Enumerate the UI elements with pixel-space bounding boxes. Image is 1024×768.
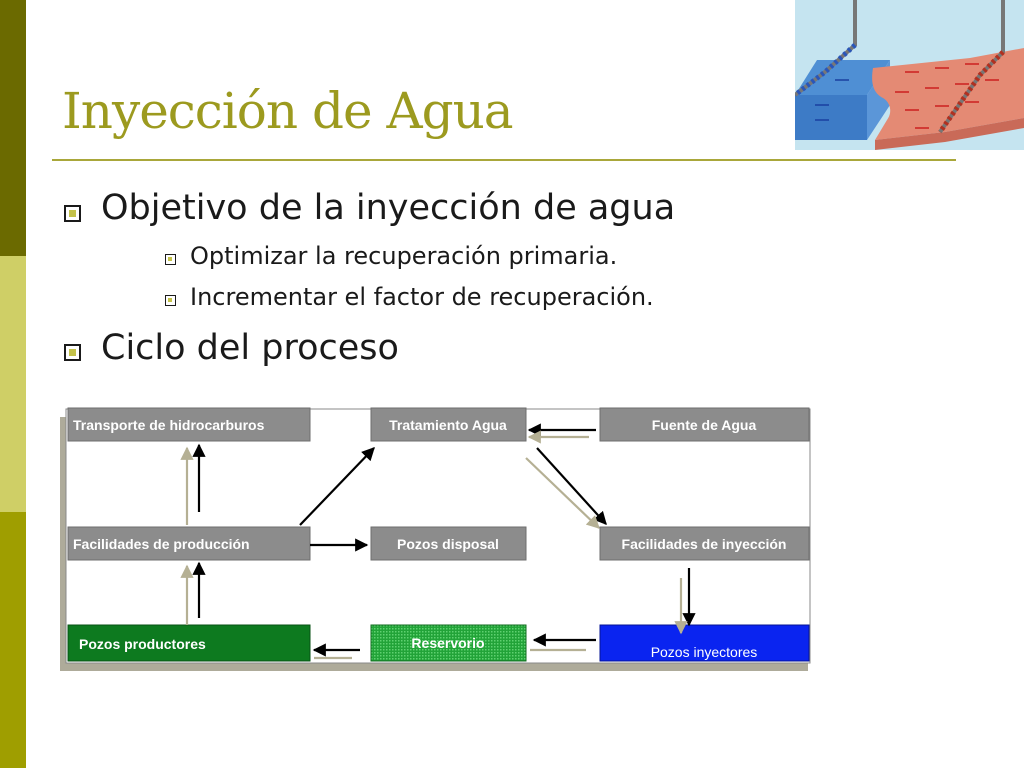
node-pozos-disposal: Pozos disposal xyxy=(370,526,527,561)
node-facilidades-produccion: Facilidades de producción xyxy=(67,526,311,561)
node-fuente-label: Fuente de Agua xyxy=(652,417,757,433)
bullet-objetivo: Objetivo de la inyección de agua xyxy=(101,188,676,228)
arrow-khaki-diag-to-inyeccion xyxy=(525,457,600,529)
node-pozos-disposal-label: Pozos disposal xyxy=(397,536,499,552)
node-fuente: Fuente de Agua xyxy=(599,407,810,442)
left-accent-bar-olive xyxy=(0,512,26,768)
left-accent-bar-light xyxy=(0,256,26,512)
node-transporte: Transporte de hidrocarburos xyxy=(67,407,311,442)
bullet-ciclo: Ciclo del proceso xyxy=(101,328,399,368)
reservoir-injection-illustration xyxy=(795,0,1024,150)
node-pozos-inyectores-label: Pozos inyectores xyxy=(651,644,758,660)
node-pozos-productores: Pozos productores xyxy=(67,624,311,662)
subbullet-optimizar: Optimizar la recuperación primaria. xyxy=(190,242,618,270)
subbullet-incrementar: Incrementar el factor de recuperación. xyxy=(190,283,654,311)
flow-arrows xyxy=(180,423,696,660)
bullet-square-icon xyxy=(64,344,81,361)
node-transporte-label: Transporte de hidrocarburos xyxy=(73,417,265,433)
title-divider xyxy=(52,159,956,161)
slide-title: Inyección de Agua xyxy=(62,82,514,140)
node-reservorio: Reservorio xyxy=(370,624,527,662)
bullet-square-icon xyxy=(64,205,81,222)
subbullet-square-icon xyxy=(165,254,176,265)
node-tratamiento: Tratamiento Agua xyxy=(370,407,527,442)
node-tratamiento-label: Tratamiento Agua xyxy=(389,417,507,433)
node-facilidades-inyeccion-label: Facilidades de inyección xyxy=(622,536,787,552)
left-accent-bar-dark xyxy=(0,0,26,256)
node-pozos-productores-label: Pozos productores xyxy=(79,636,206,652)
arrow-diag-to-tratamiento xyxy=(299,447,375,526)
arrow-diag-to-inyeccion xyxy=(536,447,607,525)
node-pozos-inyectores: Pozos inyectores xyxy=(599,624,810,662)
subbullet-square-icon xyxy=(165,295,176,306)
node-reservorio-label: Reservorio xyxy=(411,635,484,651)
node-facilidades-produccion-label: Facilidades de producción xyxy=(73,536,250,552)
water-injection-cycle-diagram: Transporte de hidrocarburos Tratamiento … xyxy=(60,407,811,671)
node-facilidades-inyeccion: Facilidades de inyección xyxy=(599,526,810,561)
